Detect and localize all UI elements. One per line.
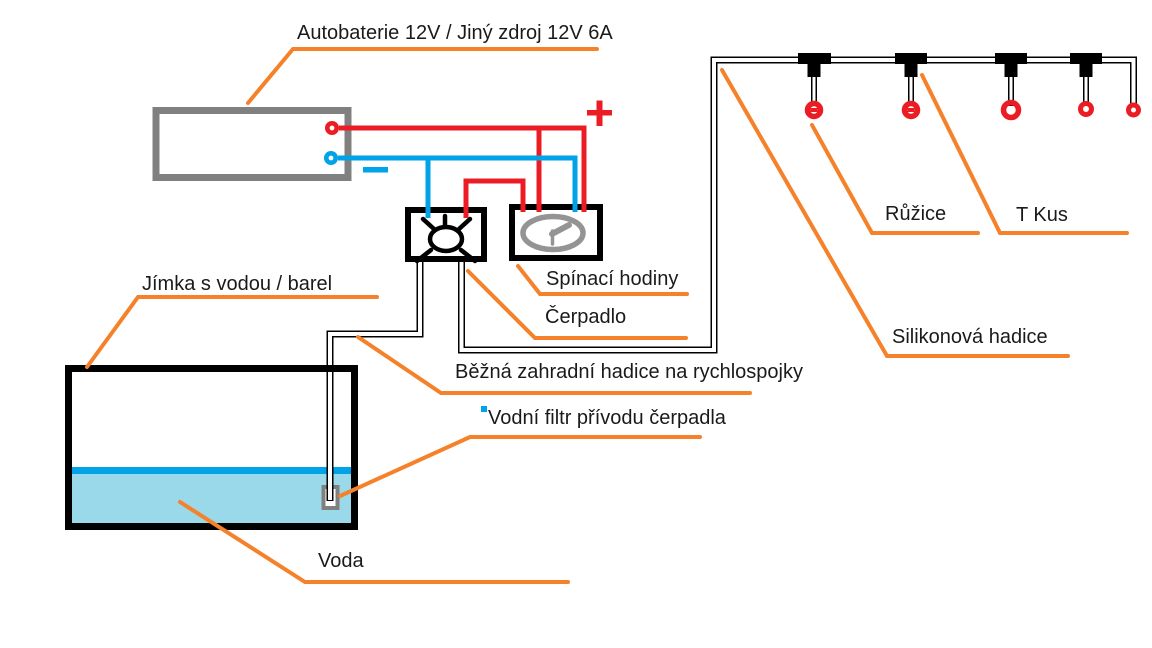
plus-sign-icon [587, 100, 612, 126]
tee-fitting-icon [1070, 53, 1102, 77]
mist-nozzle-icon [1126, 102, 1141, 118]
timer-box [509, 204, 603, 261]
garden-and-silicone-hose [458, 56, 1137, 354]
tee-leader [920, 73, 1129, 235]
silicone-hose-label: Silikonová hadice [892, 326, 1048, 348]
negative-wire [338, 155, 578, 218]
water-label: Voda [318, 550, 364, 572]
minus-sign-icon [363, 167, 388, 173]
positive-terminal-icon [325, 121, 339, 135]
silicone-hose-leader [720, 68, 1070, 358]
tee-fitting-icon [798, 53, 831, 77]
battery-leader [246, 47, 599, 105]
nozzle-leader [810, 123, 980, 235]
water-tank [69, 467, 355, 523]
positive-wire [339, 125, 587, 218]
nozzle-drop-tubes [811, 70, 1089, 106]
mist-nozzle-icon [1000, 99, 1022, 121]
tee-fittings [798, 53, 1102, 77]
tee-fitting-icon [895, 53, 927, 77]
nozzle-label: Růžice [885, 203, 947, 225]
battery-box [152, 107, 352, 181]
water-leader [178, 500, 570, 584]
timer-label: Spínací hodiny [546, 268, 679, 290]
water-surface-line [69, 467, 355, 474]
filter-label: Vodní filtr přívodu čerpadla [488, 407, 726, 429]
leader-lines [85, 47, 1129, 584]
filter-leader [338, 435, 702, 498]
mist-nozzle-icon [901, 100, 921, 120]
garden-hose-leader [356, 335, 752, 395]
pump-leader [466, 269, 688, 340]
pump-label: Čerpadlo [545, 306, 627, 328]
water-fill [72, 474, 352, 523]
timer-leader [516, 264, 689, 296]
fan-icon [414, 213, 478, 264]
tee-label: T Kus [1016, 204, 1068, 226]
battery-label: Autobaterie 12V / Jiný zdroj 12V 6A [297, 22, 613, 44]
tee-fitting-icon [995, 53, 1027, 77]
pump-box [405, 207, 487, 264]
mist-nozzle-icon [804, 100, 824, 120]
negative-terminal-icon [324, 151, 338, 165]
blue-mark-icon [481, 406, 487, 412]
tank-label: Jímka s vodou / barel [142, 273, 333, 295]
mist-nozzles [804, 99, 1141, 121]
tank-leader [85, 295, 379, 369]
suction-hose [326, 261, 424, 501]
mist-nozzle-icon [1078, 101, 1094, 117]
garden-hose-label: Běžná zahradní hadice na rychlospojky [455, 361, 803, 383]
tank-outline [65, 365, 358, 530]
clock-icon [520, 213, 586, 253]
